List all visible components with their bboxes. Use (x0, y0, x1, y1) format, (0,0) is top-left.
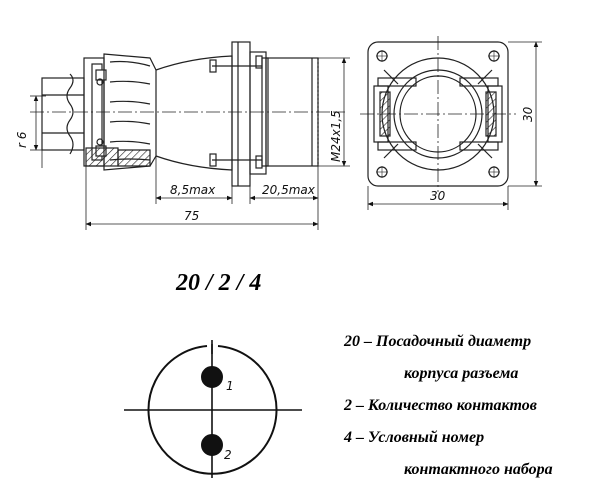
dimension-lines (30, 57, 350, 230)
contact-pin-2 (201, 434, 223, 456)
pin-label-2: 2 (224, 448, 232, 462)
legend: 20 – Посадочный диаметр корпуса разъема … (343, 333, 553, 478)
dim-thread: M24x1,5 (329, 110, 343, 162)
cable (41, 77, 85, 151)
legend-line-1: 20 – Посадочный диаметр (343, 333, 531, 350)
dim-20-5max: 20,5max (262, 183, 316, 197)
contact-pin-1 (201, 366, 223, 388)
contact-layout (124, 340, 302, 478)
connector-body (155, 55, 233, 171)
mount-holes (376, 50, 500, 178)
dim-8-5max: 8,5max (170, 183, 216, 197)
legend-line-3: 2 – Количество контактов (343, 397, 537, 414)
dim-width-30: 30 (430, 189, 446, 203)
side-view (30, 41, 350, 230)
legend-line-2: корпуса разъема (404, 365, 518, 382)
front-view (360, 36, 542, 210)
designation-code: 20 / 2 / 4 (175, 270, 261, 296)
pin-label-1: 1 (226, 379, 234, 393)
front-dimension-lines (367, 41, 542, 210)
flange (231, 41, 267, 187)
coupling-nut (103, 53, 157, 171)
dim-height-30: 30 (521, 106, 535, 122)
legend-line-4: 4 – Условный номер (343, 429, 484, 446)
legend-line-5: контактного набора (404, 461, 553, 478)
dim-r6: r 6 (15, 131, 29, 148)
dim-75: 75 (184, 209, 199, 223)
